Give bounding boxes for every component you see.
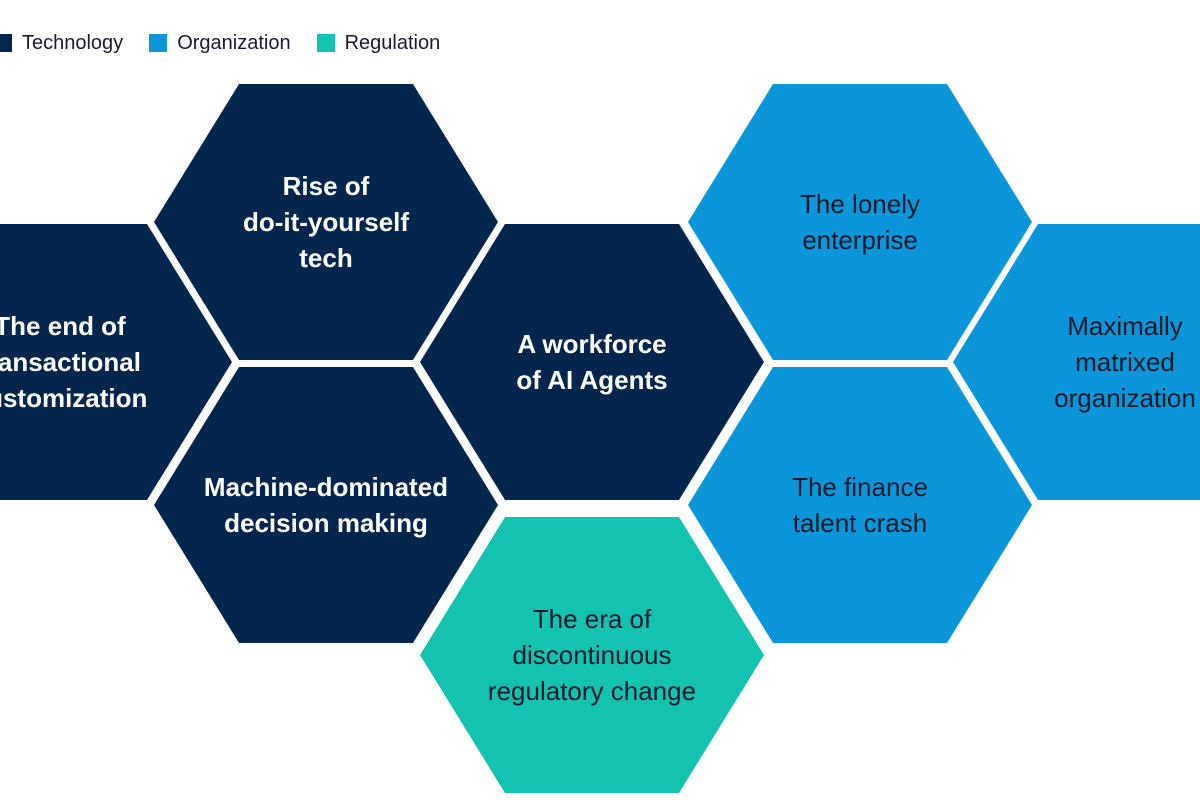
legend-item-regulation: Regulation <box>316 31 441 55</box>
hexagon-label-line: organization <box>1054 383 1196 413</box>
hexagon-maximally-matrixed-organization: Maximally matrixed organization <box>953 224 1200 500</box>
hexagon-label-line: talent crash <box>793 508 927 538</box>
hexagon-shape <box>420 224 764 500</box>
hexagon-label-line: tech <box>299 243 352 273</box>
legend-swatch-organization <box>149 34 168 52</box>
legend-swatch-regulation <box>316 34 335 52</box>
hexagon-label-line: customization <box>0 383 147 413</box>
hexagon-label-line: The era of <box>533 604 652 634</box>
legend-item-organization: Organization <box>149 31 291 55</box>
hexagon-label-line: matrixed <box>1075 347 1175 377</box>
legend-swatch-technology <box>0 34 12 52</box>
legend: Technology Organization Regulation <box>0 30 466 56</box>
hexagon-label-line: do-it-yourself <box>243 207 409 237</box>
hexagon-shape <box>688 84 1032 360</box>
hexagon-shape <box>420 517 764 793</box>
hexagon-finance-talent-crash: The finance talent crash <box>688 367 1032 643</box>
hexagon-label-line: decision making <box>224 508 428 538</box>
legend-label-regulation: Regulation <box>344 31 441 54</box>
hexagon-shape <box>154 84 498 360</box>
hexagon-label-line: The lonely <box>800 189 920 219</box>
hexagon-era-of-discontinuous-regulatory-change: The era of discontinuous regulatory change <box>420 517 764 793</box>
hexagon-label-line: The finance <box>792 472 928 502</box>
hexagon-workforce-of-ai-agents: A workforce of AI Agents <box>420 224 764 500</box>
legend-item-technology: Technology <box>0 32 123 55</box>
hexagon-label-line: enterprise <box>802 225 918 255</box>
hexagon-label-line: The end of <box>0 311 126 341</box>
hexagon-label-line: of AI Agents <box>516 365 667 395</box>
legend-label-technology: Technology <box>22 31 124 54</box>
hexagon-label-line: discontinuous <box>513 640 672 670</box>
hexagon-rise-of-diy-tech: Rise of do-it-yourself tech <box>154 84 498 360</box>
hexagon-shape <box>688 367 1032 643</box>
hexagon-label-line: Machine-dominated <box>204 472 448 502</box>
hexagon-label-line: A workforce <box>517 329 666 359</box>
hexagon-label-line: regulatory change <box>488 676 696 706</box>
hexagon-lonely-enterprise: The lonely enterprise <box>688 84 1032 360</box>
hexagon-machine-dominated-decision-making: Machine-dominated decision making <box>154 367 498 643</box>
hexagon-shape <box>154 367 498 643</box>
hexagon-label-line: transactional <box>0 347 141 377</box>
hexagon-label-line: Maximally <box>1067 311 1183 341</box>
hexagon-end-of-transactional-customization: The end of transactional customization <box>0 224 232 500</box>
legend-label-organization: Organization <box>177 31 291 54</box>
hexagon-label-line: Rise of <box>283 171 370 201</box>
hexagon-shape <box>953 224 1200 500</box>
hexagon-shape <box>0 224 232 500</box>
